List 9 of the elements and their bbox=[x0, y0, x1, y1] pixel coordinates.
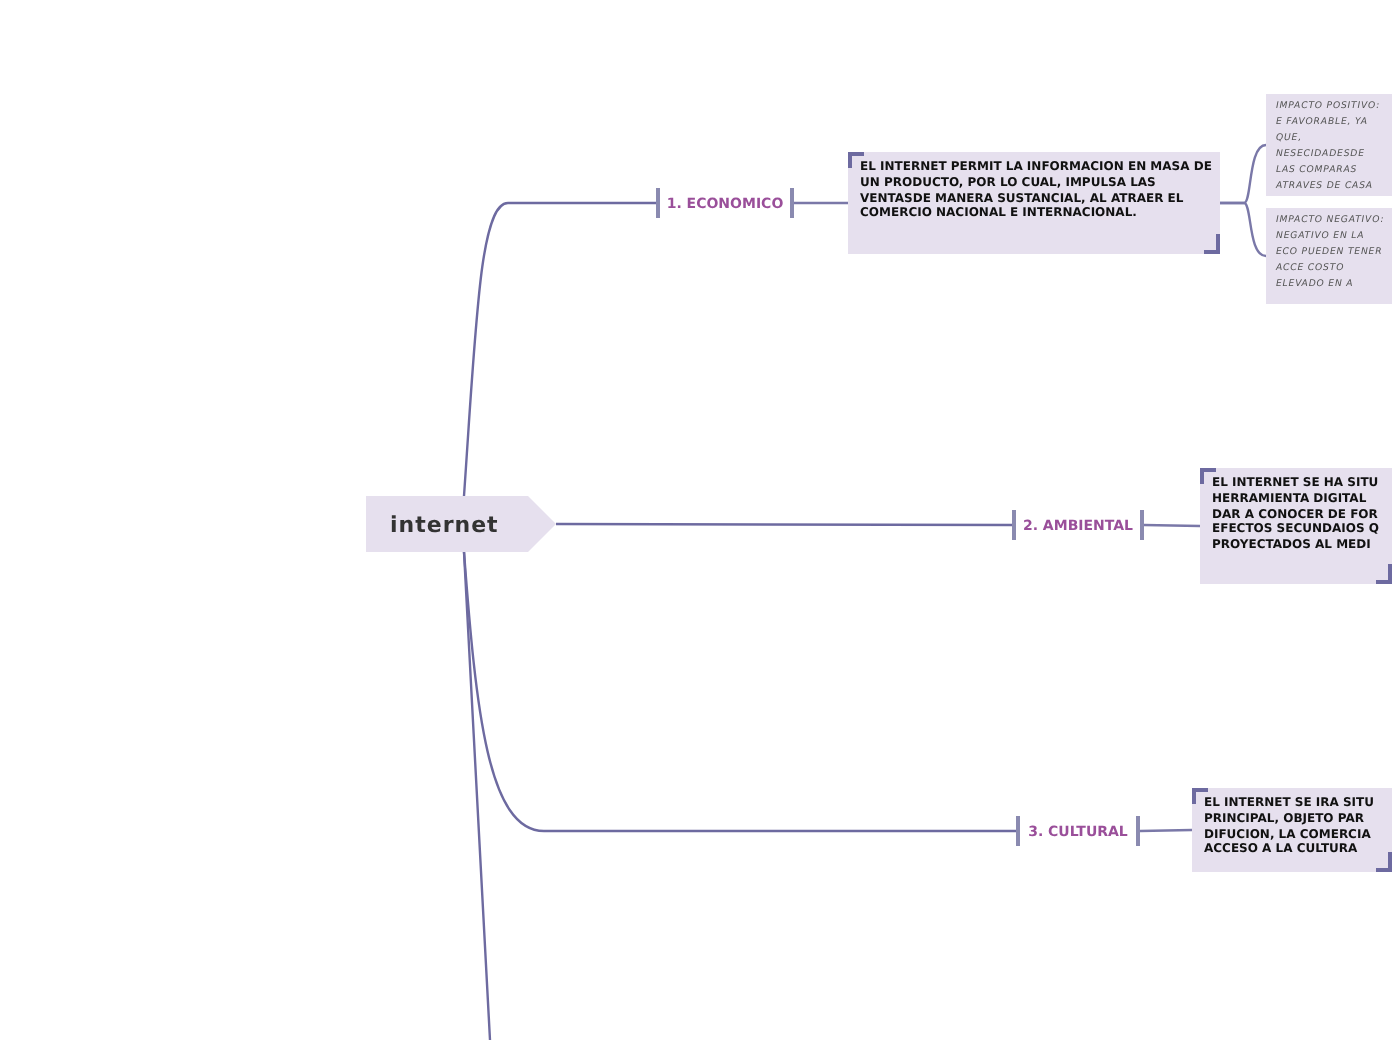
topic-title: internet bbox=[390, 511, 499, 537]
connector-line bbox=[1220, 201, 1267, 258]
connector-line bbox=[1143, 523, 1201, 528]
connector-line bbox=[1139, 828, 1193, 833]
connector-line bbox=[462, 201, 656, 497]
connector-line bbox=[794, 201, 848, 205]
connector-line bbox=[462, 551, 1016, 833]
connector-line bbox=[556, 522, 1012, 527]
connector-line bbox=[462, 551, 492, 1040]
